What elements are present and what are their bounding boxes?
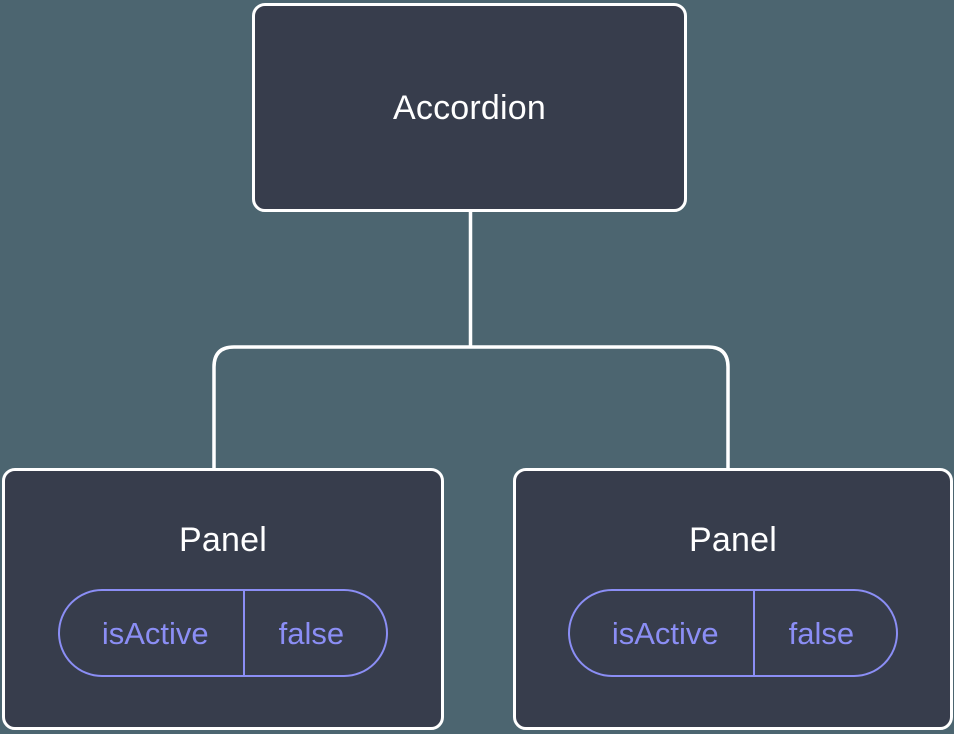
- prop-pill-isactive[interactable]: isActive false: [567, 589, 899, 677]
- prop-value: false: [752, 591, 896, 675]
- prop-key: isActive: [611, 615, 719, 651]
- node-accordion[interactable]: Accordion: [252, 3, 687, 212]
- prop-value: false: [242, 591, 386, 675]
- prop-pill-isactive[interactable]: isActive false: [57, 589, 389, 677]
- node-title: Panel: [179, 521, 267, 559]
- node-title: Accordion: [393, 88, 546, 127]
- edge-accordion-to-panel-1: [470, 345, 730, 470]
- node-title: Panel: [689, 521, 777, 559]
- edge-accordion-to-panel-0: [212, 345, 471, 470]
- node-panel-1[interactable]: Panel isActive false: [513, 468, 953, 730]
- node-panel-0[interactable]: Panel isActive false: [2, 468, 444, 730]
- prop-key: isActive: [101, 615, 209, 651]
